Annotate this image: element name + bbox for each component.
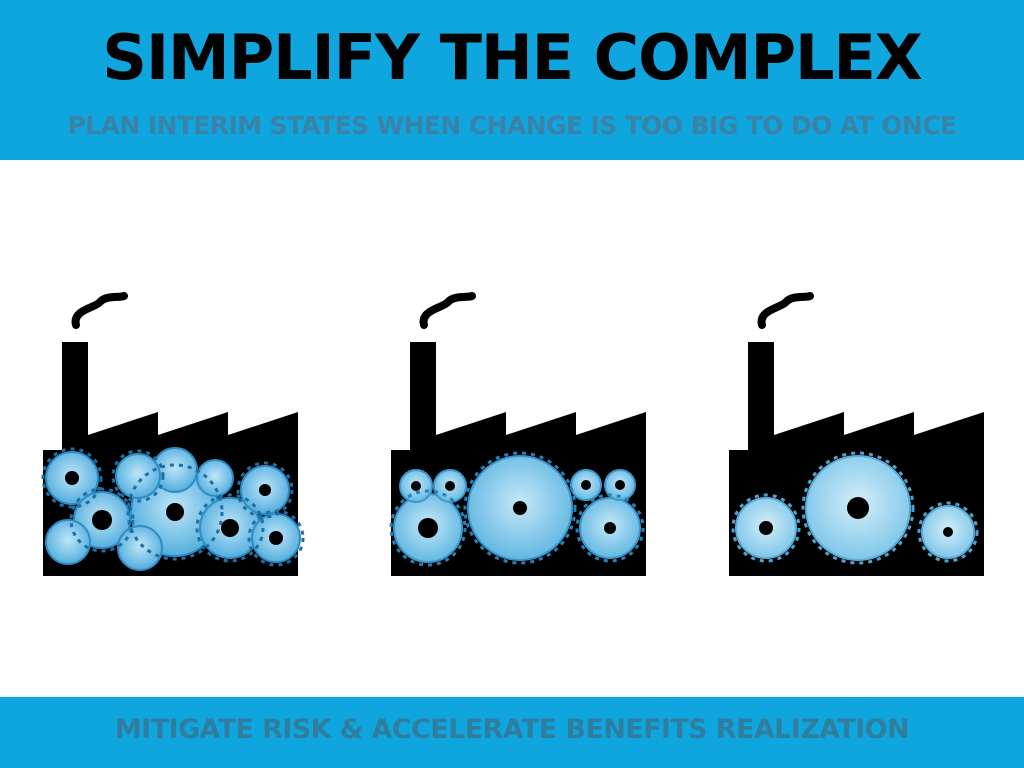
footer-tagline: MITIGATE RISK & ACCELERATE BENEFITS REAL… — [114, 714, 910, 745]
complex-factory-icon — [41, 292, 305, 576]
header-banner: SIMPLIFY THE COMPLEX PLAN INTERIM STATES… — [0, 0, 1024, 160]
page-subtitle: PLAN INTERIM STATES WHEN CHANGE IS TOO B… — [67, 111, 957, 140]
smoke-icon — [757, 292, 814, 329]
interim-factory-icon — [389, 292, 646, 576]
smoke-icon — [419, 292, 476, 329]
simple-factory-icon — [729, 292, 984, 576]
factories-illustration — [0, 280, 1024, 590]
page-title: SIMPLIFY THE COMPLEX — [102, 21, 922, 94]
smoke-icon — [71, 292, 128, 329]
footer-banner: MITIGATE RISK & ACCELERATE BENEFITS REAL… — [0, 697, 1024, 768]
